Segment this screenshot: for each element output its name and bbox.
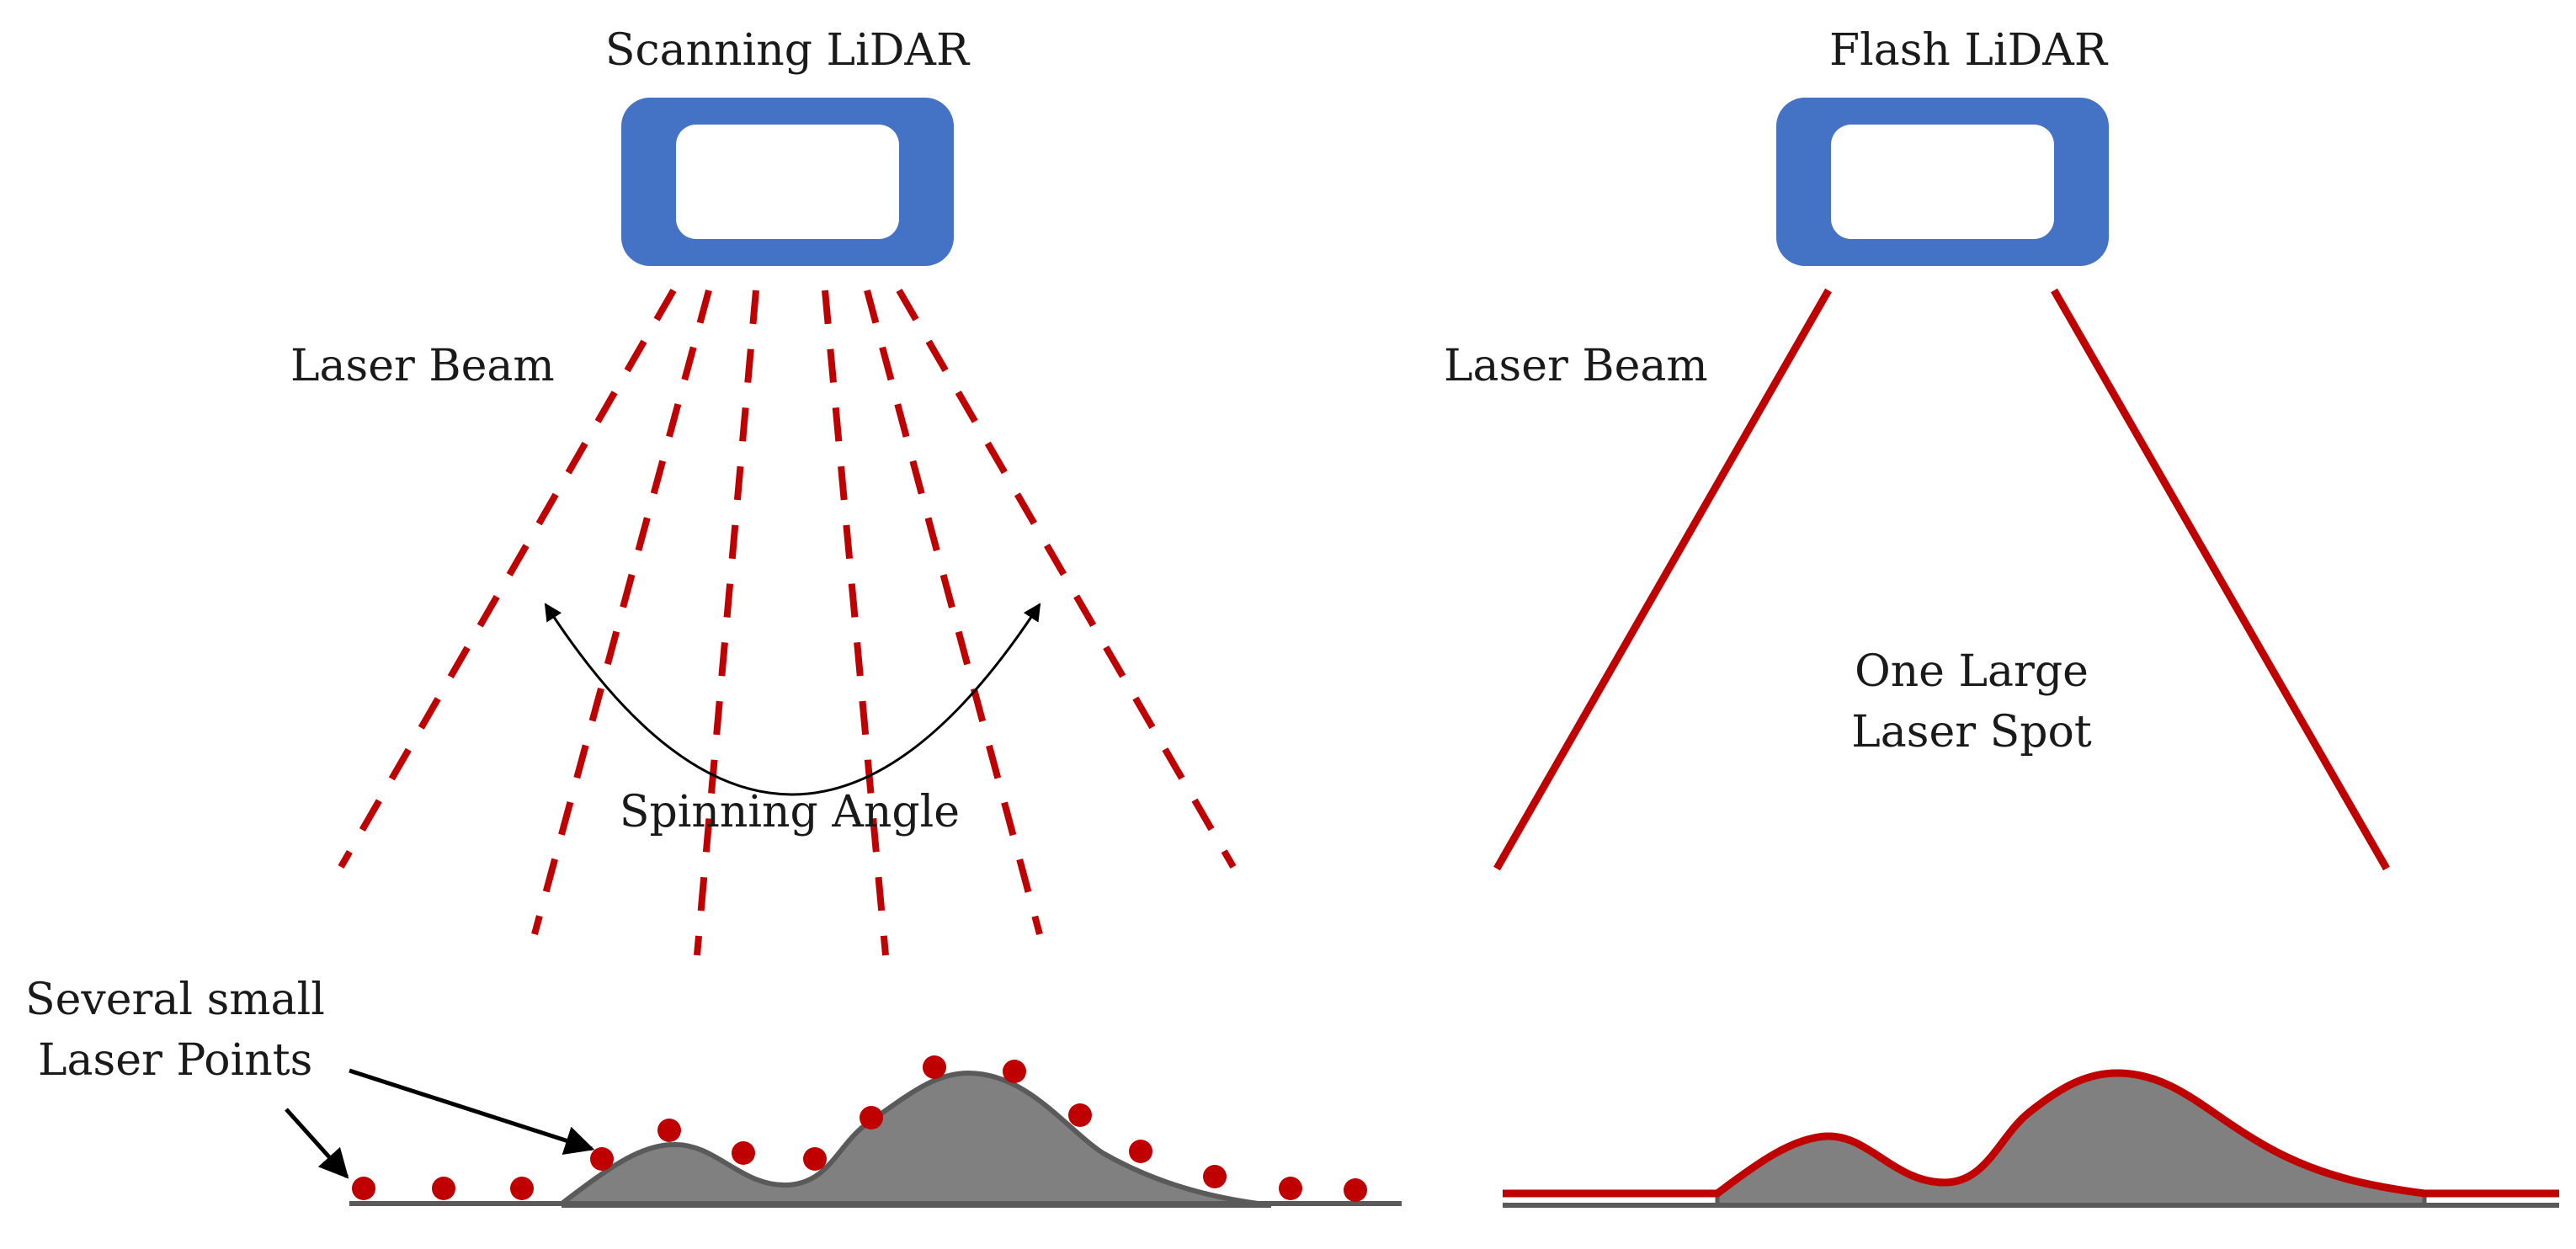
laser-point <box>1203 1165 1227 1188</box>
flash-lidar-title: Flash LiDAR <box>1829 25 2109 76</box>
scanning-lidar-device-icon <box>621 98 954 266</box>
flash-laser-beam-label: Laser Beam <box>1444 341 1708 391</box>
laser-spot-label-line1: One Large <box>1855 646 2089 697</box>
spinning-angle-label: Spinning Angle <box>620 787 960 837</box>
laser-spot-label-line2: Laser Spot <box>1851 707 2092 757</box>
laser-point <box>803 1147 827 1171</box>
laser-points-pointer-arrow-1 <box>285 1108 349 1179</box>
scanning-laser-beam-label: Laser Beam <box>290 341 555 391</box>
laser-point <box>1344 1178 1367 1202</box>
laser-point <box>923 1055 946 1079</box>
flash-beam-left <box>1493 288 1832 871</box>
laser-beam-3 <box>694 290 759 956</box>
laser-point <box>510 1177 534 1200</box>
laser-point <box>657 1119 681 1142</box>
scanning-lidar-panel: Scanning LiDAR Laser Beam Spinning Angle <box>25 25 1402 1208</box>
laser-point <box>352 1177 375 1200</box>
laser-point <box>860 1106 883 1129</box>
laser-point <box>1068 1103 1092 1127</box>
flash-lidar-device-icon <box>1776 98 2109 266</box>
laser-points-label-line2: Laser Points <box>38 1035 312 1086</box>
spinning-angle-arrow <box>544 603 1041 796</box>
laser-beam-1 <box>338 289 677 869</box>
laser-point <box>1129 1140 1152 1163</box>
laser-beam-2 <box>531 289 712 936</box>
laser-beam-5 <box>864 289 1043 936</box>
laser-beam-4 <box>822 290 889 956</box>
scanning-lidar-title: Scanning LiDAR <box>605 25 971 76</box>
laser-spot-outline <box>1503 1069 2559 1198</box>
scanning-laser-points <box>352 1055 1367 1202</box>
laser-point <box>432 1177 455 1200</box>
laser-point <box>1279 1177 1302 1200</box>
flash-terrain <box>1503 1069 2559 1208</box>
flash-laser-beams <box>1493 288 2390 871</box>
laser-beam-6 <box>896 288 1237 869</box>
flash-lidar-panel: Flash LiDAR Laser Beam One Large Laser S… <box>1444 25 2559 1208</box>
laser-points-pointer-arrow-2 <box>349 1068 595 1155</box>
flash-beam-right <box>2051 288 2390 871</box>
scanning-laser-beams <box>338 288 1237 956</box>
scanning-terrain <box>349 1070 1402 1208</box>
laser-point <box>590 1147 614 1171</box>
laser-point <box>732 1141 755 1165</box>
laser-points-label-line1: Several small <box>25 975 325 1025</box>
laser-point <box>1003 1060 1026 1083</box>
